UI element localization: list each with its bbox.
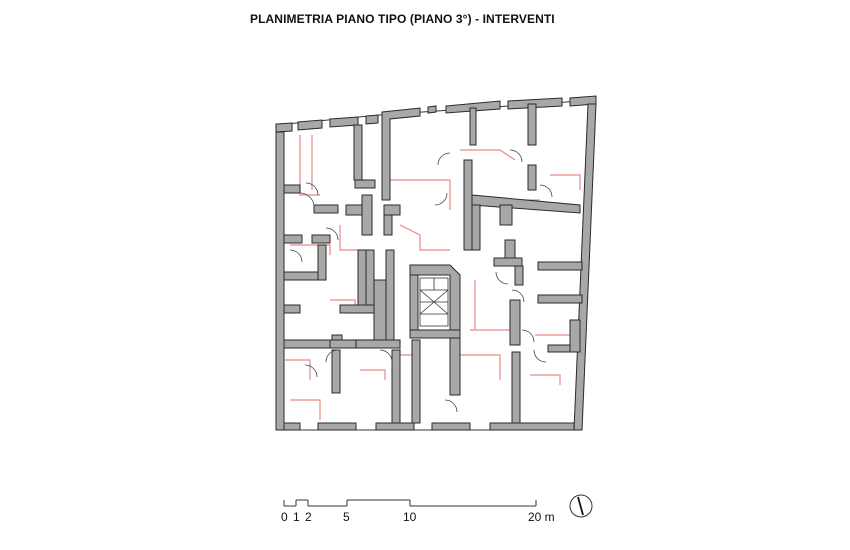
scale-label-5: 5 xyxy=(343,510,350,524)
scale-label-0: 0 xyxy=(281,510,288,524)
drawing-title: PLANIMETRIA PIANO TIPO (PIANO 3°) - INTE… xyxy=(250,12,555,26)
scale-label-1: 1 xyxy=(293,510,300,524)
scale-label-20m: 20 m xyxy=(528,510,555,524)
scale-bar xyxy=(283,499,537,507)
walls xyxy=(275,95,597,431)
north-arrow-icon xyxy=(569,494,593,518)
scale-label-10: 10 xyxy=(403,510,417,524)
scale-label-2: 2 xyxy=(305,510,312,524)
stair-symbol xyxy=(419,277,449,327)
door-swings xyxy=(289,149,553,413)
